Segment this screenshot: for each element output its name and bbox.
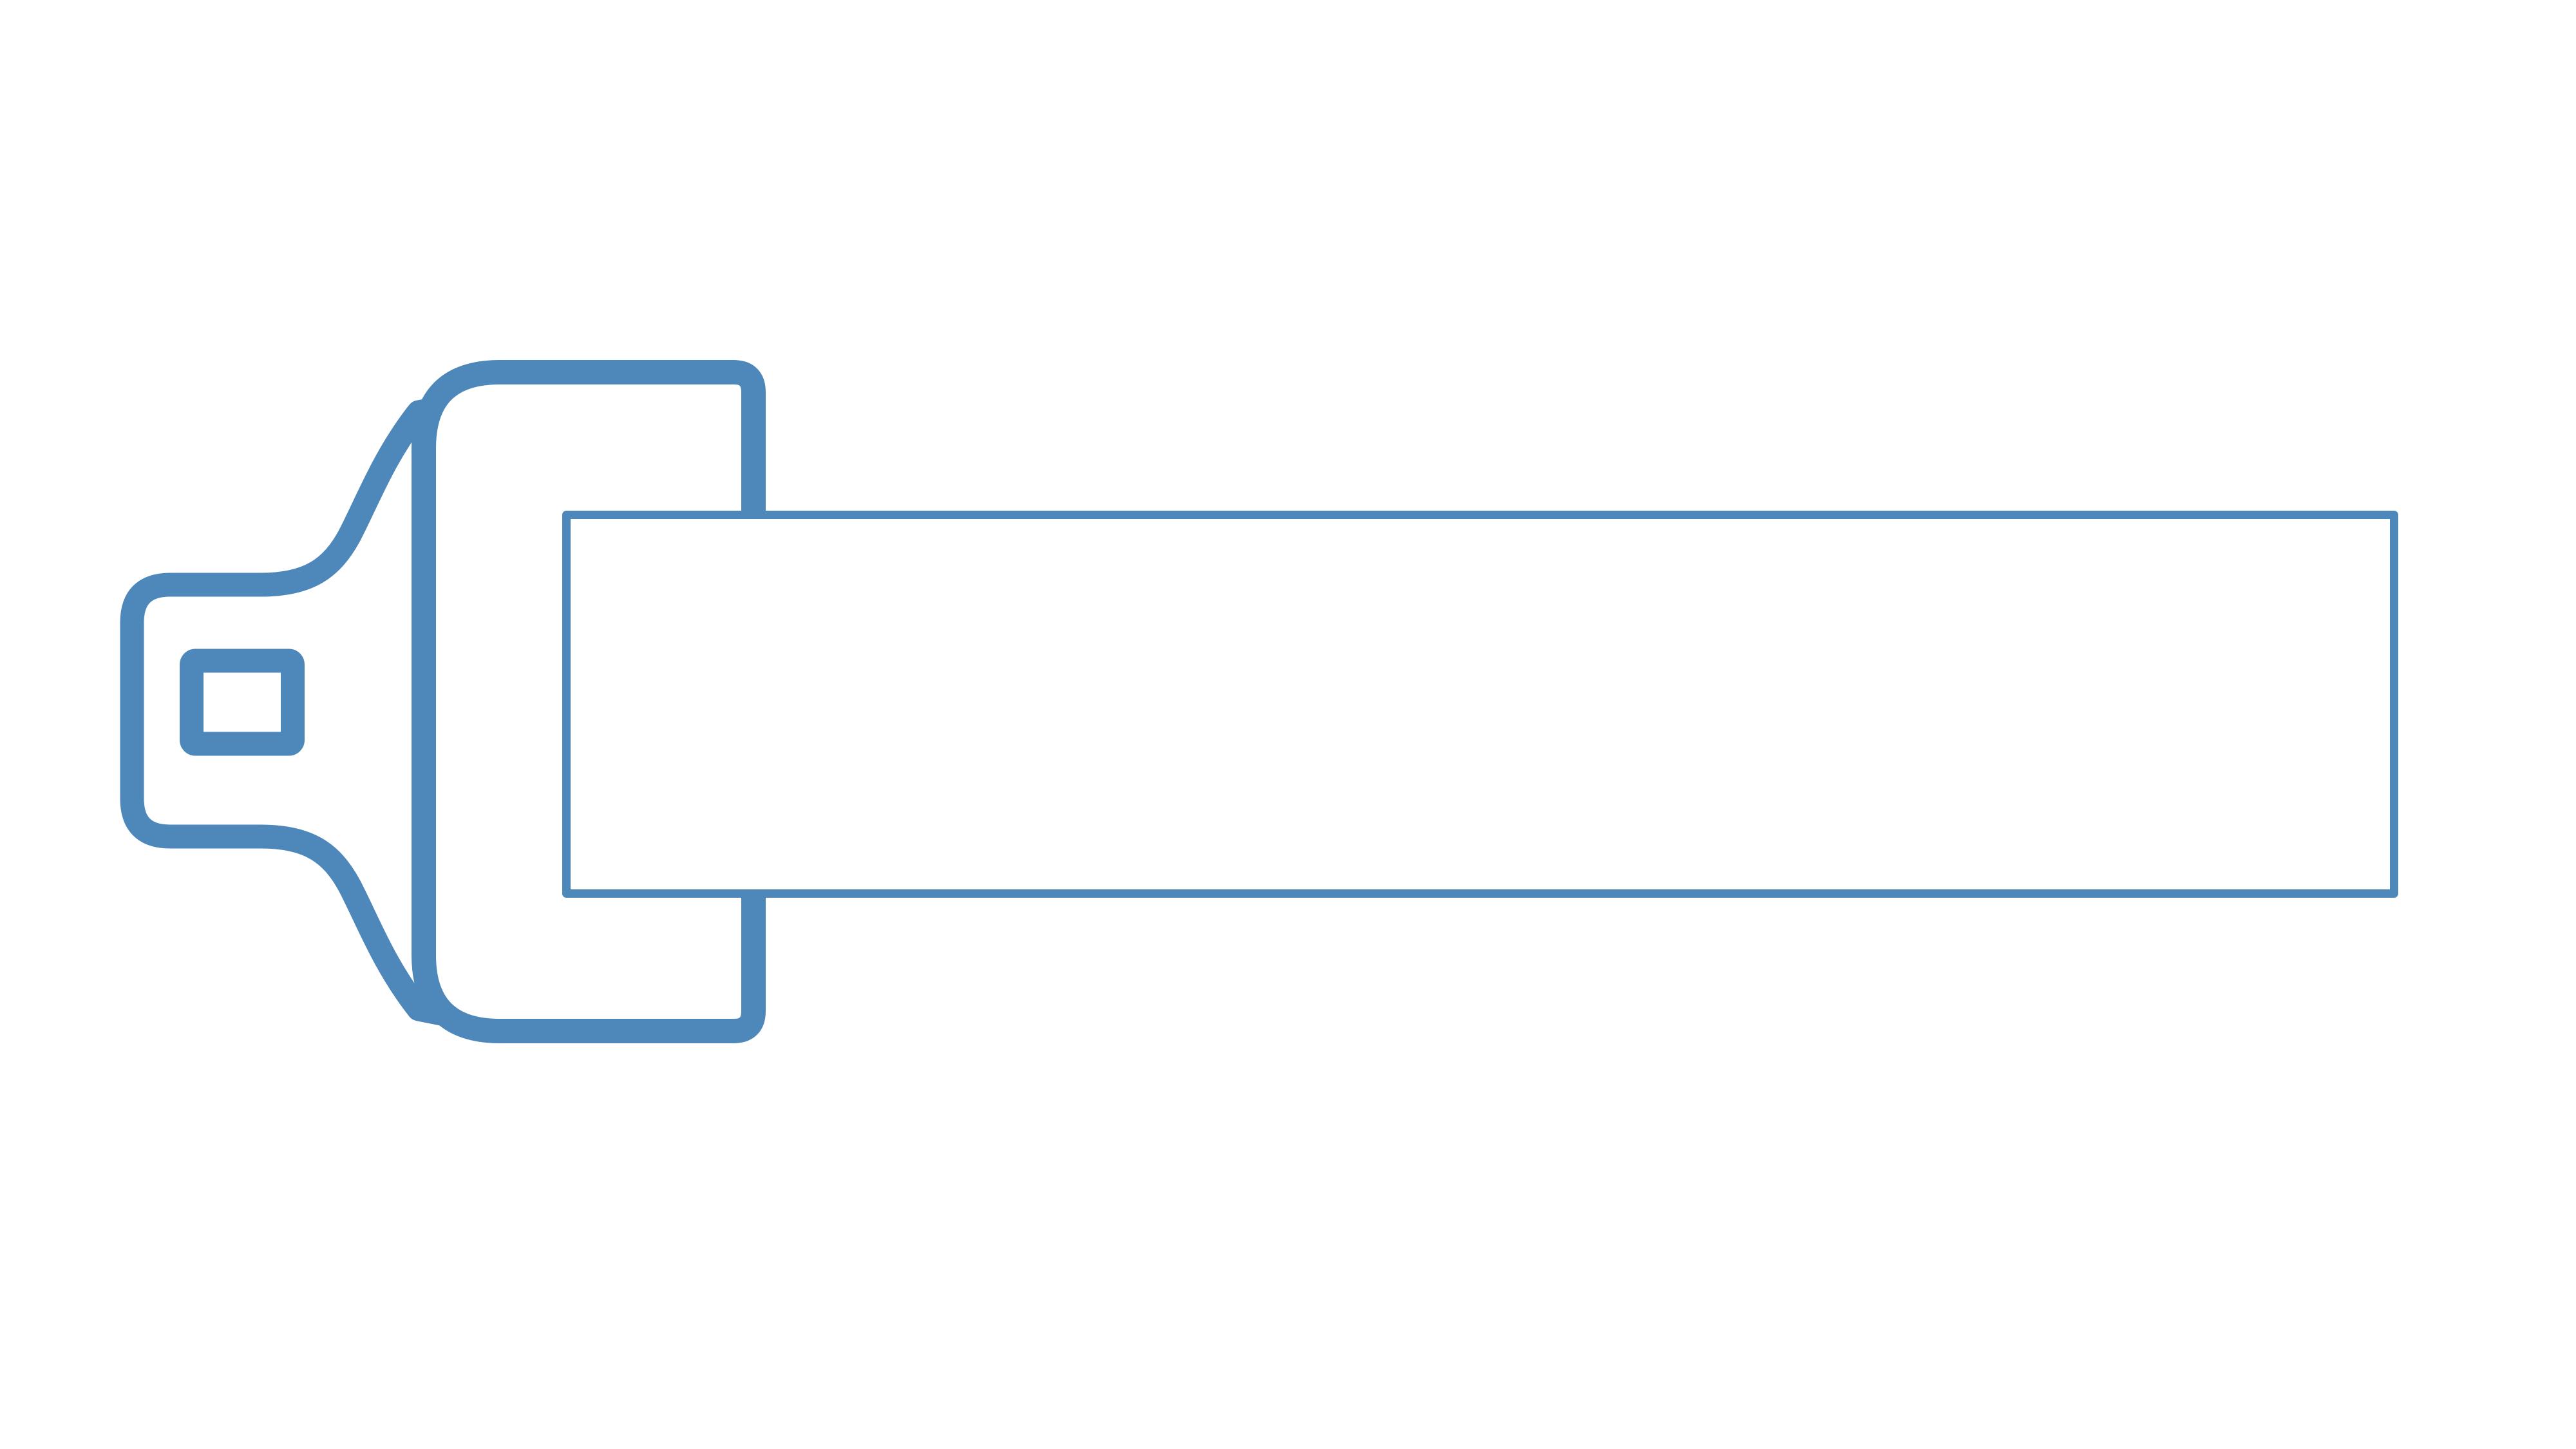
belt-strap xyxy=(562,511,2398,898)
tongue-slot xyxy=(180,649,305,756)
